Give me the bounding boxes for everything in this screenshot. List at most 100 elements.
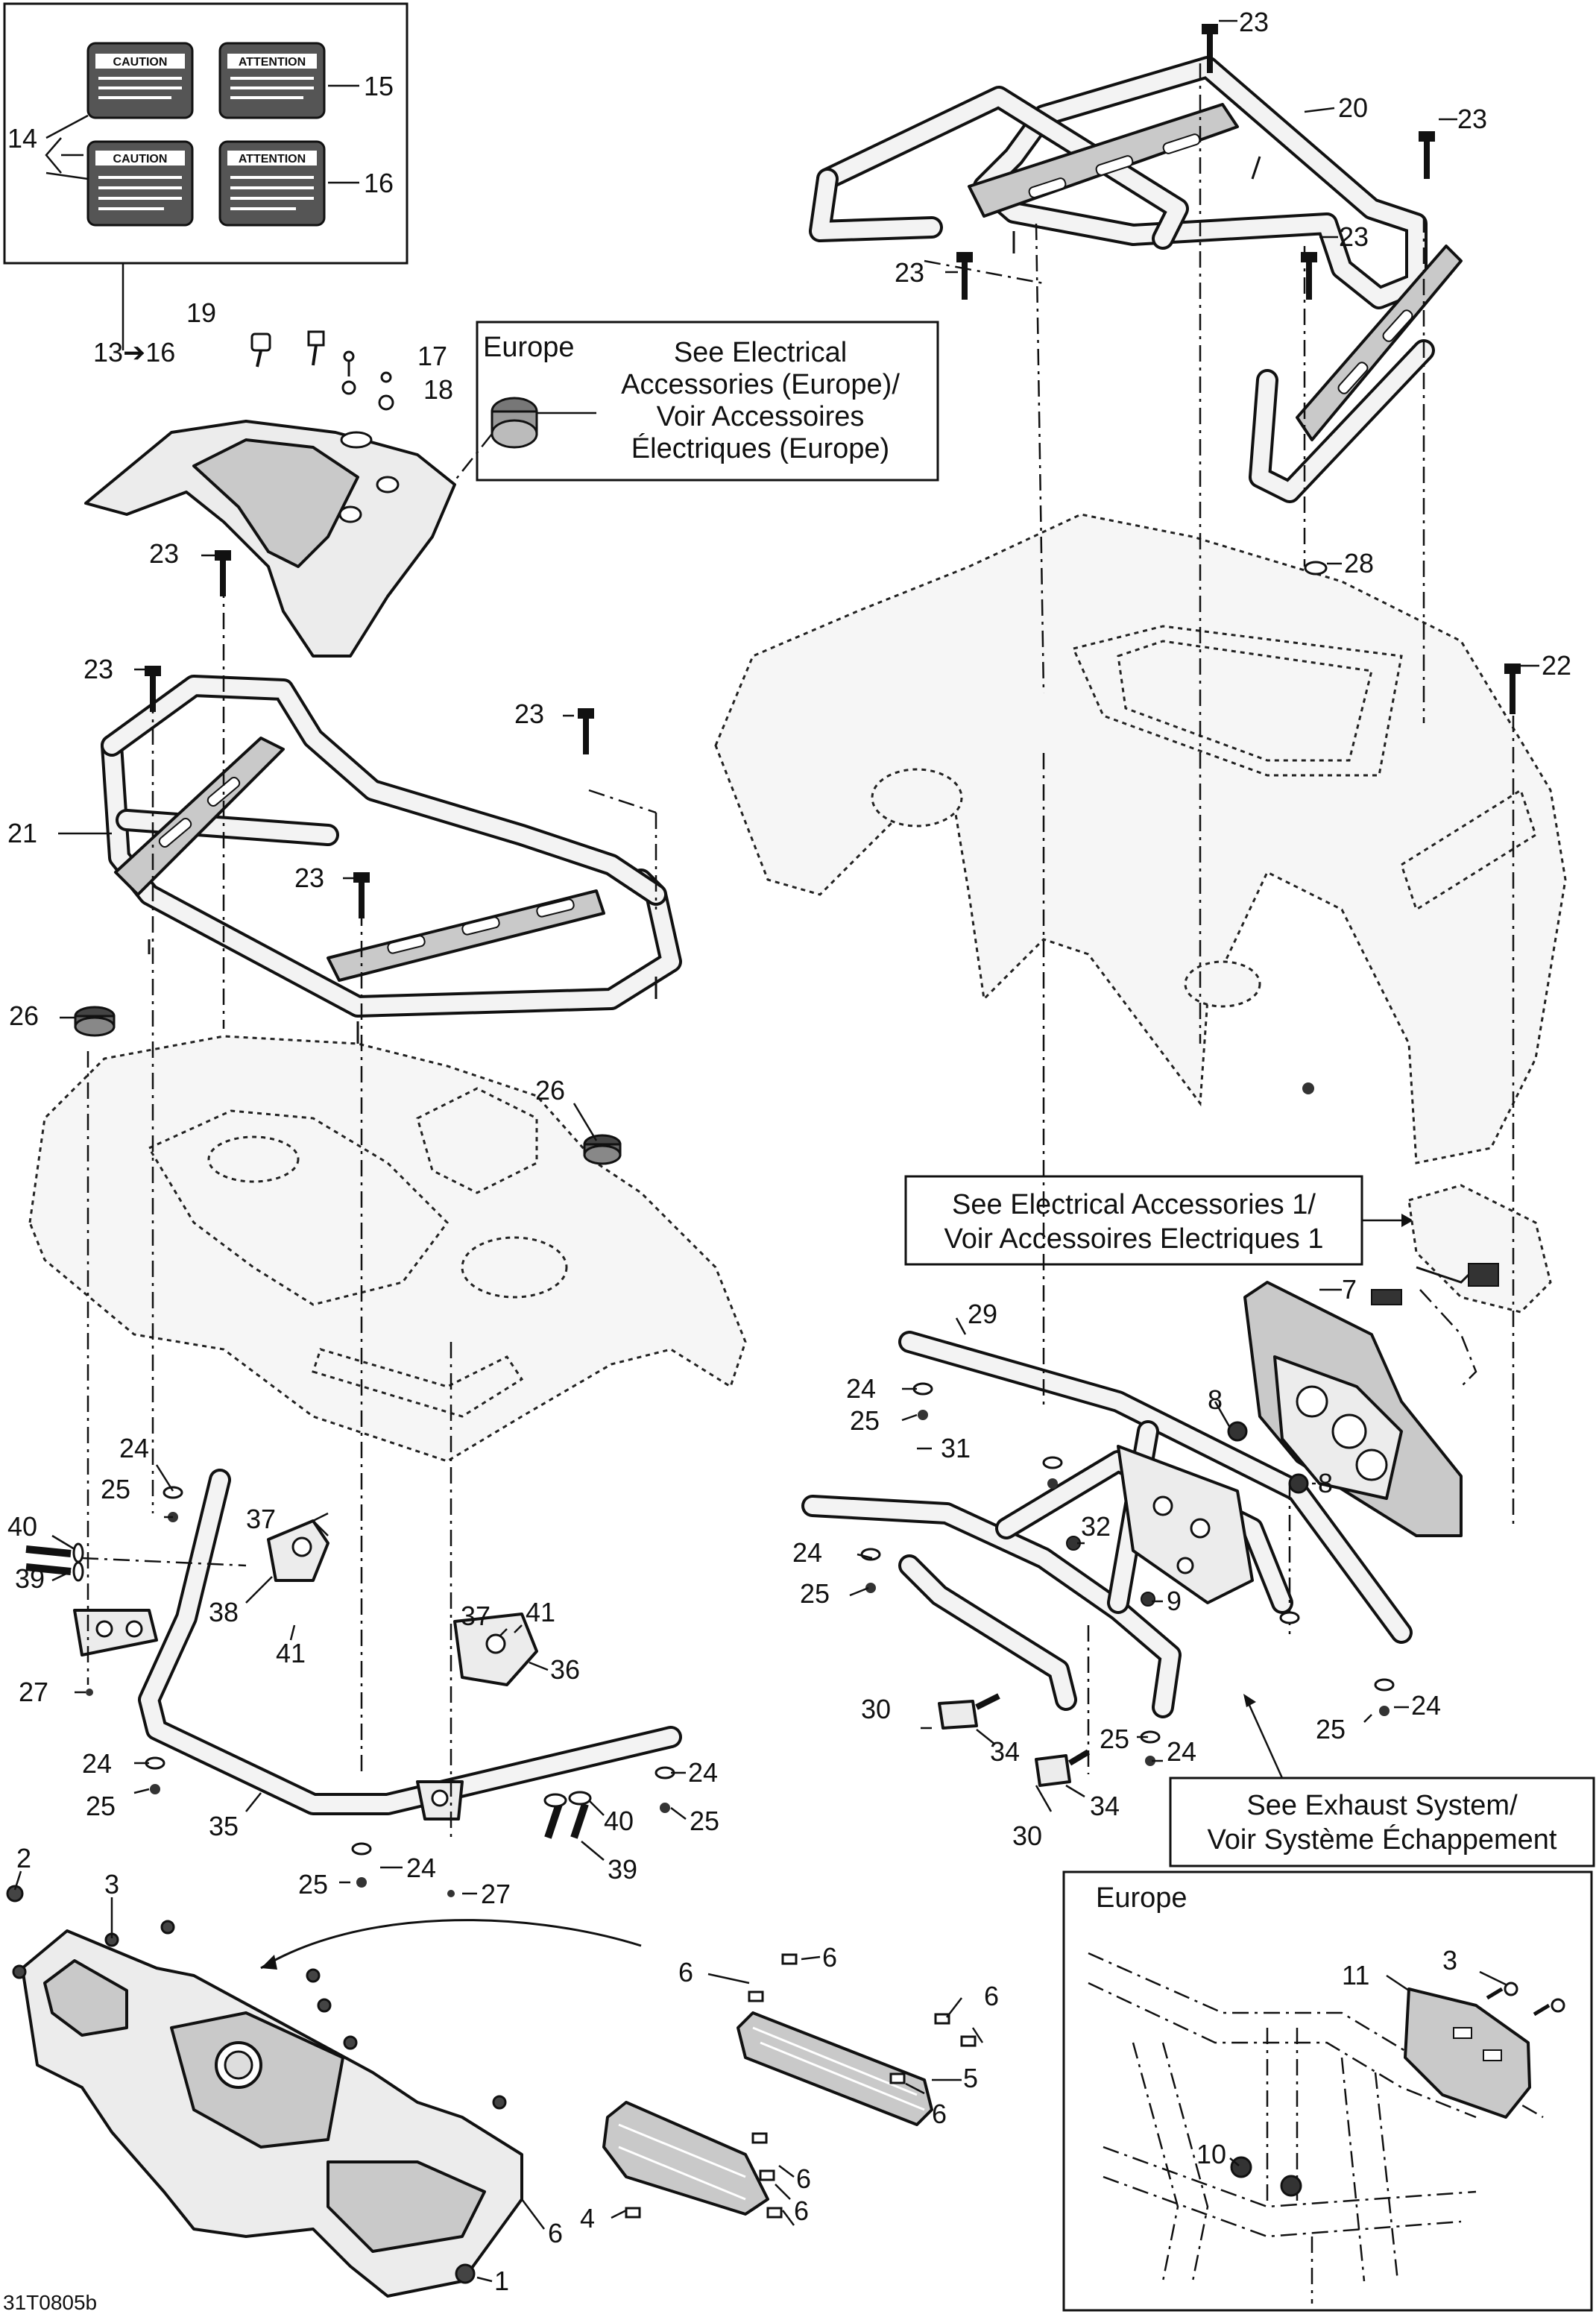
europe-inset: Europe	[1062, 1870, 1593, 2312]
callout-12: 10	[1196, 2139, 1226, 2169]
callout-24: 24	[406, 1853, 436, 1883]
note-electrical-1: See Electrical Accessories 1/ Voir Acces…	[904, 1175, 1413, 1266]
callout-2: 2	[16, 1843, 31, 1873]
callout-24: 24	[119, 1433, 149, 1463]
note-exhaust-line2: Voir Système Échappement	[1208, 1823, 1557, 1856]
decal-attention-2-text: ATTENTION	[239, 153, 306, 166]
callout-38: 38	[209, 1597, 239, 1627]
callout-6: 6	[932, 2099, 947, 2129]
callout-16: 16	[364, 168, 394, 198]
callout-27: 27	[19, 1677, 48, 1707]
callout-4: 6	[794, 2195, 809, 2226]
callout-23: 23	[294, 863, 324, 893]
figure-code: 31T0805b	[3, 2291, 97, 2314]
rear-rack	[809, 56, 1463, 503]
callout-8: 8	[1208, 1384, 1223, 1415]
rear-fender	[714, 513, 1567, 1164]
callout-23: 23	[1457, 104, 1487, 134]
callout-13-16: 13➔16	[93, 337, 175, 368]
callout-25: 25	[850, 1405, 880, 1436]
callout-26: 26	[9, 1000, 39, 1031]
callout-5: 5	[963, 2063, 978, 2093]
callout-11: 3	[1442, 1945, 1457, 1976]
callout-10: 11	[1342, 1960, 1369, 1990]
front-bolts-39-40	[25, 1542, 592, 1839]
callout-25: 25	[1100, 1724, 1129, 1754]
callout-6: 6	[796, 2163, 811, 2194]
inset-screws	[1486, 1982, 1565, 2017]
decal-caution-1: CAUTION	[86, 42, 194, 119]
front-frame	[73, 1469, 682, 1820]
bumper-screws	[6, 1885, 507, 2284]
decal-box: CAUTION ATTENTION CAUTION ATTENTION	[3, 2, 409, 350]
callout-23: 23	[895, 257, 924, 288]
callout-14: 14	[7, 123, 37, 154]
callout-21: 21	[7, 818, 37, 848]
note-electrical-1-line2: Voir Accessoires Electriques 1	[944, 1223, 1323, 1255]
callout-20: 20	[1338, 92, 1368, 123]
bolts-23	[145, 24, 1521, 918]
callout-30: 30	[1012, 1820, 1042, 1851]
callout-27: 27	[481, 1879, 511, 1909]
callout-25: 25	[298, 1869, 328, 1900]
note-electrical-1-line1: See Electrical Accessories 1/	[952, 1189, 1316, 1220]
callout-19: 19	[186, 297, 216, 328]
callout-25: 25	[86, 1791, 116, 1821]
europe-electrical-plug	[439, 397, 596, 500]
note-electrical-europe-line3: Voir Accessoires	[657, 401, 865, 432]
leader-lines	[13, 19, 1539, 2283]
note-electrical-europe-line4: Électriques (Europe)	[631, 432, 889, 464]
callout-7: 7	[1342, 1274, 1357, 1305]
callout-31: 31	[941, 1433, 971, 1463]
callout-34: 34	[1090, 1791, 1120, 1821]
callout-41: 41	[526, 1597, 555, 1627]
callout-9: 9	[1167, 1586, 1182, 1616]
alignment-lines	[86, 63, 1515, 1841]
washers	[86, 561, 1395, 1897]
callout-23: 23	[1239, 7, 1269, 37]
callout-25: 25	[690, 1806, 719, 1836]
callout-37: 37	[461, 1601, 491, 1631]
callout-23: 23	[149, 538, 179, 569]
decal-attention-1-text: ATTENTION	[239, 56, 306, 69]
callout-6: 6	[822, 1942, 837, 1973]
callout-24: 24	[846, 1373, 876, 1404]
tail-light-housing	[1243, 1281, 1463, 1537]
callout-25: 25	[800, 1578, 830, 1609]
callout-22: 22	[1542, 650, 1571, 681]
rear-frame	[801, 1331, 1413, 1718]
decal-caution-2-text: CAUTION	[113, 153, 168, 166]
grille-5	[737, 2011, 933, 2126]
callout-23: 23	[514, 699, 544, 729]
callout-40: 40	[7, 1511, 37, 1542]
callout-23: 23	[1339, 221, 1369, 252]
note-electrical-europe: Europe See Electrical Accessories (Europ…	[476, 321, 939, 482]
callout-24: 24	[792, 1537, 822, 1568]
tail-light-lens	[1371, 1184, 1552, 1314]
front-rack	[101, 675, 682, 1044]
callout-23: 23	[83, 654, 113, 684]
callout-6: 4	[580, 2203, 595, 2234]
callout-29: 29	[968, 1299, 997, 1329]
decal-caution-1-text: CAUTION	[113, 56, 168, 69]
callout-39: 39	[15, 1563, 45, 1594]
grommet-26-right	[583, 1134, 622, 1165]
small-clips-6	[625, 1953, 977, 2219]
grommet-26-left	[74, 1006, 116, 1037]
note-electrical-europe-line2: Accessories (Europe)/	[621, 369, 900, 400]
callout-39: 39	[608, 1854, 637, 1885]
callout-6: 6	[984, 1981, 999, 2011]
license-plate-bracket	[1404, 1987, 1531, 2119]
decal-caution-2: CAUTION	[86, 140, 194, 227]
callout-8: 8	[1318, 1468, 1333, 1498]
front-console	[84, 330, 456, 658]
grille-4	[602, 2101, 769, 2216]
callout-labels: 23 20 23 14 15 16 23 23 19 17 18 13➔16 2…	[3, 7, 1571, 2314]
brackets-30-34	[938, 1693, 1091, 1787]
callout-30: 30	[861, 1694, 891, 1724]
note-exhaust: See Exhaust System/ Voir Système Échappe…	[1169, 1694, 1595, 1867]
callout-37: 37	[246, 1504, 276, 1534]
front-bumper	[21, 1919, 642, 2298]
callout-24: 24	[688, 1757, 718, 1788]
